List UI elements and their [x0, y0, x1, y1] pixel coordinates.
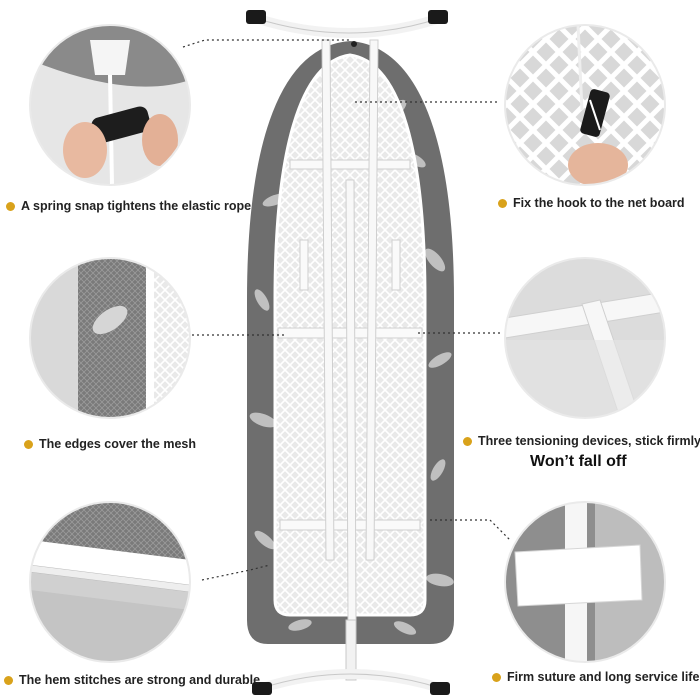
callout-tensioning: Three tensioning devices, stick firmly — [463, 434, 700, 448]
leader-hem — [201, 564, 271, 581]
detail-hem — [29, 501, 191, 663]
detail-suture — [504, 501, 666, 663]
callout-suture: Firm suture and long service life — [492, 670, 699, 684]
detail-tensioning — [504, 257, 666, 419]
leader-lines — [182, 39, 511, 581]
callout-text: Three tensioning devices, stick firmly — [478, 434, 700, 448]
bullet-icon — [498, 198, 507, 208]
callout-text: Fix the hook to the net board — [513, 196, 685, 210]
bullet-icon — [4, 675, 13, 685]
callout-hem: The hem stitches are strong and durable — [4, 673, 260, 687]
emphasis-note: Won’t fall off — [530, 453, 627, 470]
bullet-icon — [6, 201, 15, 211]
leader-suture — [430, 519, 511, 541]
callout-spring-snap: A spring snap tightens the elastic rope — [6, 199, 251, 213]
callout-text: A spring snap tightens the elastic rope — [21, 199, 252, 213]
bullet-icon — [463, 436, 472, 446]
callout-hook: Fix the hook to the net board — [498, 196, 685, 210]
detail-hook — [504, 24, 666, 186]
bullet-icon — [492, 672, 501, 682]
bullet-icon — [24, 439, 33, 449]
detail-spring-snap — [29, 24, 191, 186]
callout-edges: The edges cover the mesh — [24, 437, 196, 451]
ironing-board — [245, 10, 456, 695]
callout-text: The hem stitches are strong and durable — [19, 673, 261, 687]
callout-text: Firm suture and long service life — [507, 670, 700, 684]
detail-edges — [29, 257, 191, 419]
callout-text: The edges cover the mesh — [39, 437, 197, 451]
